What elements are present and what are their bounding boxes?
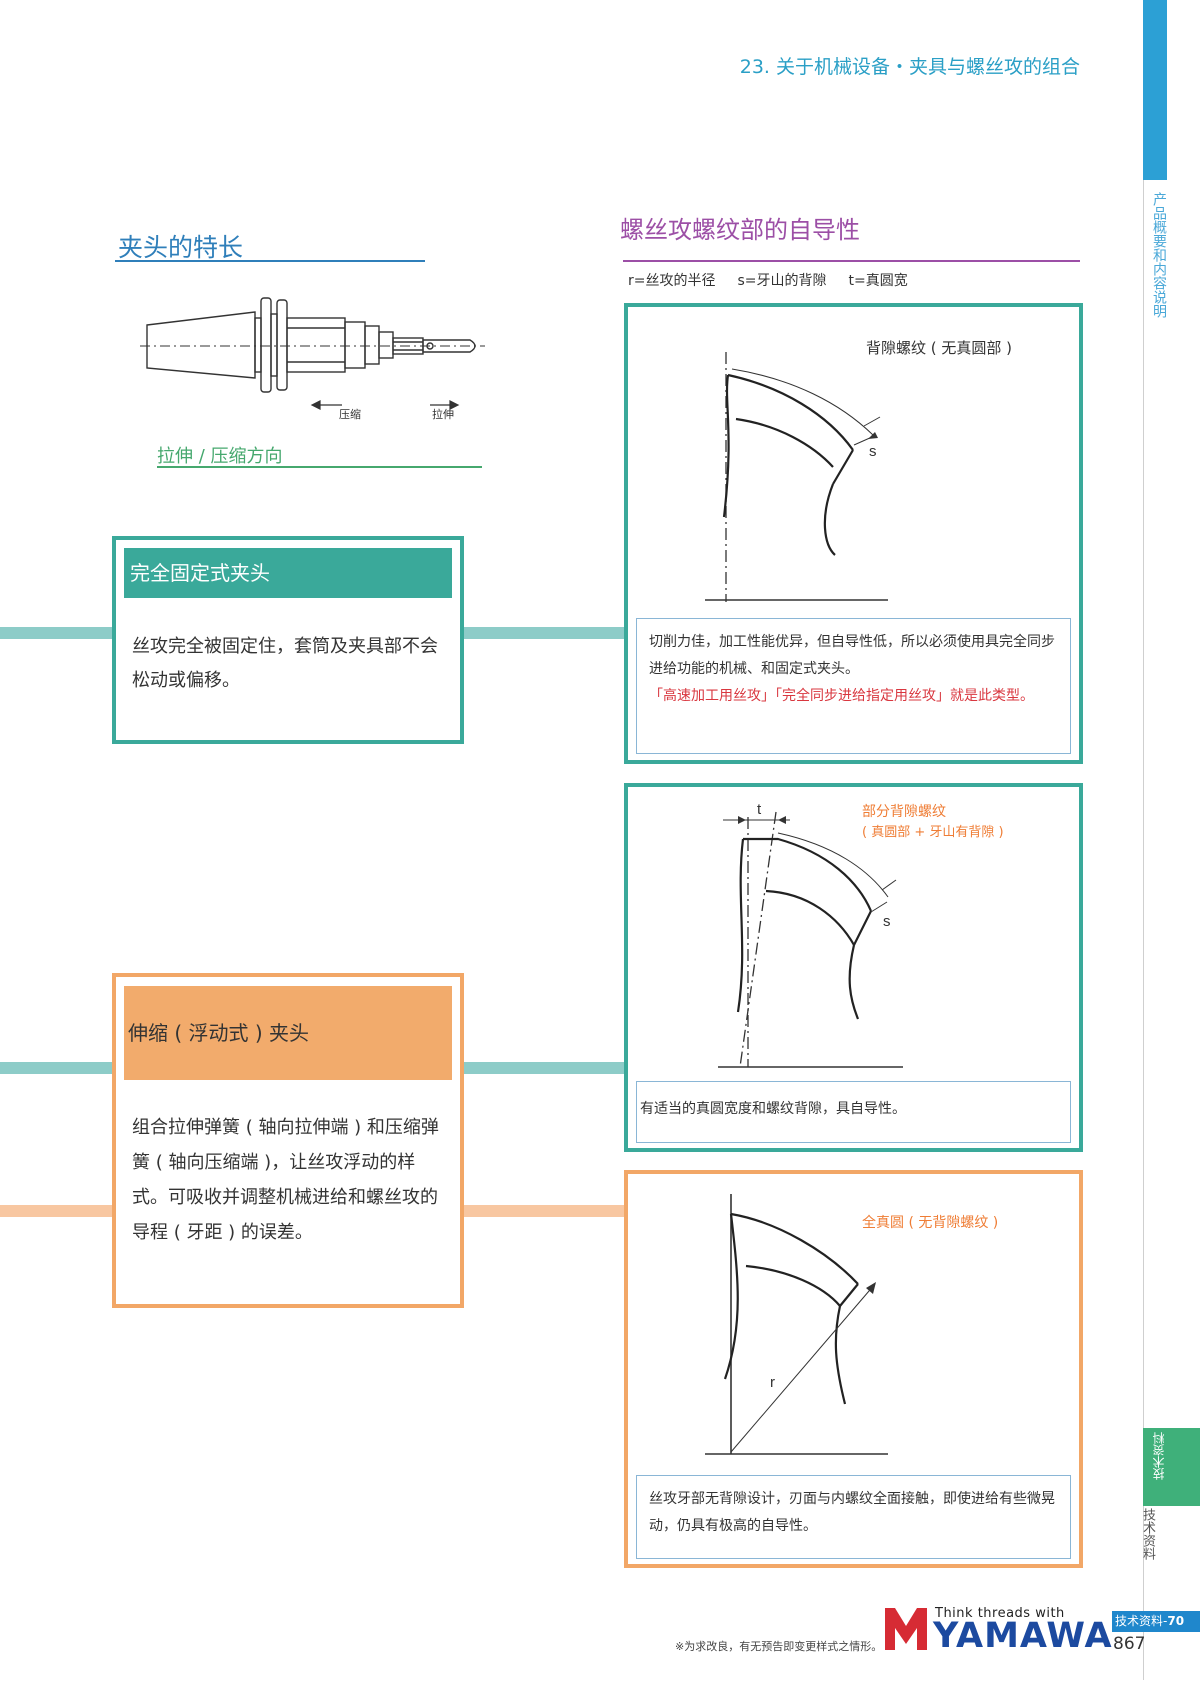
tap-holder-diagram: 压缩 拉伸 <box>140 297 485 421</box>
heading-underline <box>115 260 425 262</box>
r-label: r <box>770 1374 775 1391</box>
page-badge: 技术资料-70 <box>1112 1611 1200 1632</box>
sidebar-tab[interactable] <box>1143 1428 1200 1506</box>
chuck-features-heading: 夹头的特长 <box>118 233 244 262</box>
relief-thread-note-text: 切削力佳，加工性能优异，但自导性低，所以必须使用具完全同步进给功能的机械、和固定… <box>649 634 1055 677</box>
legend-t: t=真圆宽 <box>848 273 908 289</box>
relief-thread-note-highlight: 「高速加工用丝攻」「完全同步进给指定用丝攻」就是此类型。 <box>649 688 1034 704</box>
sidebar-tab-label-below: 技术资料 <box>1140 1508 1155 1560</box>
connector-bar <box>464 627 624 639</box>
sidebar-accent-bar <box>1143 0 1167 180</box>
heading-underline <box>623 260 1080 262</box>
partial-relief-note: 有适当的真圆宽度和螺纹背隙，具自导性。 <box>636 1081 1071 1143</box>
brand-name: YAMAWA <box>933 1616 1113 1656</box>
direction-caption: 拉伸 / 压缩方向 <box>157 446 283 467</box>
floating-chuck-description: 组合拉伸弹簧 ( 轴向拉伸端 ) 和压缩弹簧 ( 轴向压缩端 )，让丝攻浮动的样… <box>132 1117 439 1243</box>
compress-label: 压缩 <box>339 408 361 421</box>
sidebar-section-label: 产品概要和内容说明 <box>1151 192 1167 318</box>
page-badge-number: 70 <box>1167 1614 1185 1628</box>
floating-chuck-title: 伸缩 ( 浮动式 ) 夹头 <box>124 986 452 1080</box>
partial-relief-diagram: t s <box>718 801 903 1068</box>
fixed-chuck-description: 丝攻完全被固定住，套筒及夹具部不会松动或偏移。 <box>132 636 438 691</box>
symbol-legend: r=丝攻的半径 s=牙山的背隙 t=真圆宽 <box>628 270 908 290</box>
full-concentric-title: 全真圆 ( 无背隙螺纹 ) <box>862 1215 999 1231</box>
s-label: s <box>869 443 877 460</box>
connector-bar <box>0 1062 112 1074</box>
direction-underline <box>157 466 482 468</box>
relief-thread-diagram: s <box>705 352 888 602</box>
full-concentric-diagram: r <box>705 1194 888 1455</box>
page-number: 867 <box>1113 1634 1146 1654</box>
s-label: s <box>883 913 891 930</box>
footer-notice: ※为求改良，有无预告即变更样式之情形。 <box>675 1640 883 1653</box>
relief-thread-title: 背隙螺纹 ( 无真圆部 ) <box>866 339 1013 357</box>
tension-label: 拉伸 <box>432 407 454 421</box>
partial-relief-title: 部分背隙螺纹 <box>862 804 946 820</box>
connector-bar <box>0 1205 112 1217</box>
fixed-chuck-title: 完全固定式夹头 <box>124 548 452 598</box>
page-badge-prefix: 技术资料- <box>1115 1614 1168 1628</box>
self-guiding-heading: 螺丝攻螺纹部的自导性 <box>620 216 860 244</box>
full-concentric-note: 丝攻牙部无背隙设计，刃面与内螺纹全面接触，即使进给有些微晃动，仍具有极高的自导性… <box>636 1475 1071 1559</box>
legend-s: s=牙山的背隙 <box>737 273 827 289</box>
legend-r: r=丝攻的半径 <box>628 273 716 289</box>
yamawa-logo-mark <box>885 1608 927 1650</box>
brand-tagline: Think threads with <box>935 1606 1065 1621</box>
connector-bar <box>464 1062 624 1074</box>
relief-thread-note: 切削力佳，加工性能优异，但自导性低，所以必须使用具完全同步进给功能的机械、和固定… <box>636 618 1071 754</box>
sidebar-tab-label: 技术资料 <box>1152 1432 1166 1480</box>
page-header-title: 23. 关于机械设备・夹具与螺丝攻的组合 <box>739 56 1080 78</box>
t-label: t <box>757 801 762 818</box>
connector-bar <box>464 1205 624 1217</box>
sidebar-divider <box>1143 180 1144 1680</box>
partial-relief-subtitle: ( 真圆部 + 牙山有背隙 ) <box>862 825 1004 840</box>
connector-bar <box>0 627 112 639</box>
